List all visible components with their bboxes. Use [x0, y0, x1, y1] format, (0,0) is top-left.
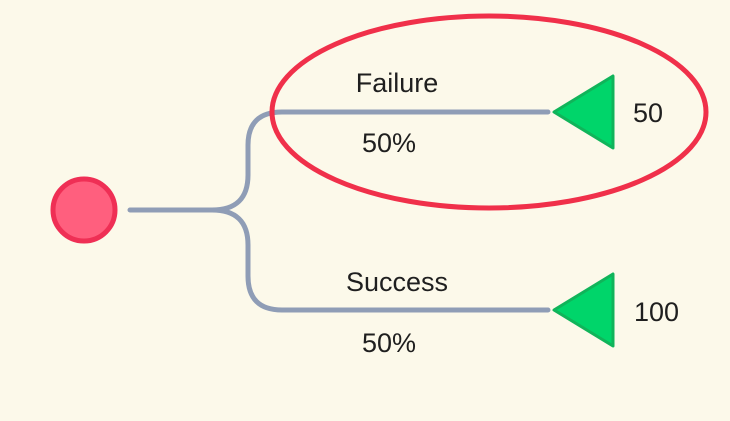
- chance-node[interactable]: [50, 176, 118, 244]
- branch-probability-success: 50%: [362, 328, 416, 358]
- branch-line-failure: [127, 109, 551, 213]
- branch-probability-failure: 50%: [362, 128, 416, 158]
- terminal-node-failure[interactable]: [552, 74, 615, 150]
- terminal-node-success[interactable]: [552, 272, 615, 348]
- branch-label-success: Success: [346, 267, 448, 297]
- branch-line-success: [209, 207, 551, 313]
- branch-label-failure: Failure: [356, 68, 439, 98]
- payoff-value-failure: 50: [633, 98, 663, 128]
- highlight-ellipse: [269, 13, 709, 211]
- payoff-value-success: 100: [634, 297, 679, 327]
